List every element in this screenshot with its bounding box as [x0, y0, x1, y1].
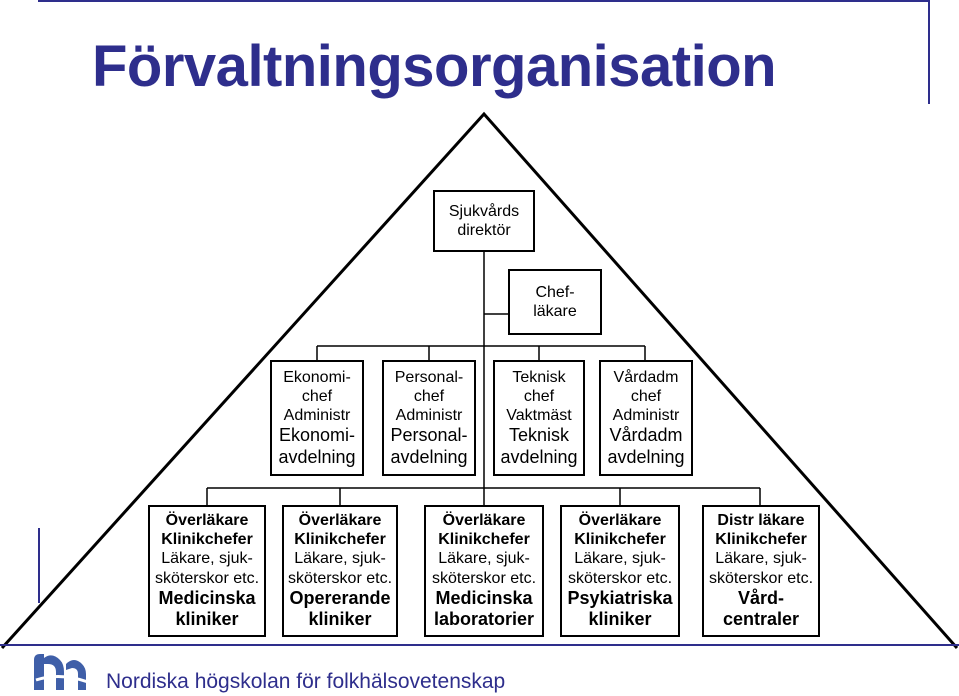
clinic-box-psychiatric: Överläkare Klinikchefer Läkare, sjuk- sk…: [560, 505, 680, 637]
department-name: avdelning: [390, 446, 468, 467]
clinic-box-medical: Överläkare Klinikchefer Läkare, sjuk- sk…: [148, 505, 266, 637]
director-line-1: Sjukvårds: [448, 202, 520, 220]
department-head-title: Personal-: [394, 368, 464, 386]
department-name: Teknisk: [508, 425, 570, 446]
department-head-title: Teknisk: [512, 368, 566, 386]
department-staff: Vaktmäst: [506, 407, 572, 424]
department-staff: Administr: [612, 407, 680, 424]
pyramid-outline: [0, 111, 959, 650]
clinic-box-surgical: Överläkare Klinikchefer Läkare, sjuk- sk…: [282, 505, 398, 637]
director-box: Sjukvårds direktör: [433, 190, 535, 252]
clinic-role: Överläkare: [442, 512, 526, 530]
department-box-economy: Ekonomi- chef Administr Ekonomi- avdelni…: [270, 360, 364, 476]
department-name: Personal-: [390, 425, 468, 446]
clinic-box-laboratories: Överläkare Klinikchefer Läkare, sjuk- sk…: [424, 505, 544, 637]
clinic-staff: sköterskor etc.: [567, 569, 673, 587]
clinic-staff: sköterskor etc.: [708, 569, 814, 587]
left-accent-line: [38, 528, 40, 603]
department-name: Ekonomi-: [278, 425, 356, 446]
chief-physician-line-2: läkare: [533, 303, 577, 320]
clinic-staff: Läkare, sjuk-: [438, 550, 530, 568]
department-head-title: Vårdadm: [613, 368, 679, 386]
department-box-personnel: Personal- chef Administr Personal- avdel…: [382, 360, 476, 476]
footer-divider: [0, 644, 959, 646]
chief-physician-line-1: Chef-: [535, 283, 575, 301]
clinic-name: centraler: [722, 609, 800, 630]
clinic-name: kliniker: [588, 609, 652, 630]
clinic-box-health-centres: Distr läkare Klinikchefer Läkare, sjuk- …: [702, 505, 820, 637]
department-name: avdelning: [500, 446, 578, 467]
clinic-role: Klinikchefer: [161, 531, 253, 549]
clinic-role: Distr läkare: [717, 512, 805, 530]
director-line-2: direktör: [457, 222, 511, 239]
department-name: avdelning: [607, 446, 685, 467]
department-staff: Administr: [283, 407, 351, 424]
top-accent-line: [38, 0, 930, 2]
department-head-title: chef: [301, 387, 333, 405]
department-box-technical: Teknisk chef Vaktmäst Teknisk avdelning: [493, 360, 585, 476]
clinic-name: Psykiatriska: [567, 587, 673, 608]
right-accent-line: [928, 0, 930, 104]
clinic-role: Klinikchefer: [574, 531, 666, 549]
clinic-staff: Läkare, sjuk-: [715, 550, 807, 568]
department-head-title: chef: [630, 387, 662, 405]
department-head-title: chef: [413, 387, 445, 405]
chief-physician-box: Chef- läkare: [508, 269, 602, 335]
slide-title: Förvaltningsorganisation: [92, 34, 777, 99]
footer-organization-name: Nordiska högskolan för folkhälsovetenska…: [106, 670, 506, 693]
clinic-role: Klinikchefer: [438, 531, 530, 549]
clinic-role: Överläkare: [165, 512, 249, 530]
clinic-name: kliniker: [308, 609, 372, 630]
department-name: Vårdadm: [609, 425, 683, 446]
clinic-name: Vård-: [737, 587, 784, 608]
department-name: avdelning: [278, 446, 356, 467]
clinic-staff: Läkare, sjuk-: [294, 550, 386, 568]
clinic-staff: Läkare, sjuk-: [574, 550, 666, 568]
clinic-name: Medicinska: [435, 587, 533, 608]
clinic-role: Klinikchefer: [715, 531, 807, 549]
school-logo-icon: [34, 654, 89, 690]
department-box-care-admin: Vårdadm chef Administr Vårdadm avdelning: [599, 360, 693, 476]
department-staff: Administr: [395, 407, 463, 424]
clinic-name: laboratorier: [433, 609, 535, 630]
clinic-staff: sköterskor etc.: [431, 569, 537, 587]
clinic-role: Överläkare: [298, 512, 382, 530]
department-head-title: chef: [523, 387, 555, 405]
clinic-name: Opererande: [289, 587, 391, 608]
clinic-name: Medicinska: [158, 587, 256, 608]
clinic-name: kliniker: [175, 609, 239, 630]
clinic-role: Klinikchefer: [294, 531, 386, 549]
department-head-title: Ekonomi-: [283, 368, 351, 386]
clinic-staff: sköterskor etc.: [154, 569, 260, 587]
clinic-staff: Läkare, sjuk-: [161, 550, 253, 568]
clinic-role: Överläkare: [578, 512, 662, 530]
clinic-staff: sköterskor etc.: [287, 569, 393, 587]
